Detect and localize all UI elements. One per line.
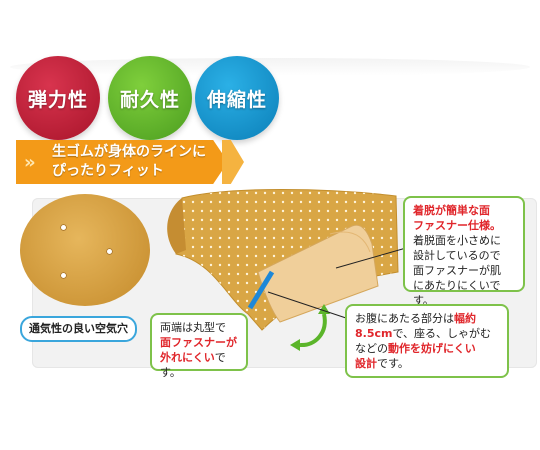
fastener-pad: [257, 224, 379, 323]
width-text: などの: [355, 342, 388, 355]
belt-inner: [167, 198, 186, 254]
width-red-text: 動作を妨げにくい: [388, 342, 476, 355]
width-text: お腹にあたる部分は: [355, 312, 454, 325]
width-callout: お腹にあたる部分は幅約 8.5cmで、座る、しゃがむ などの動作を妨げにくい 設…: [345, 304, 509, 378]
width-marker: [247, 270, 275, 310]
width-value: 8.5cm: [355, 327, 393, 340]
fastener-body-2: 設計しているので: [413, 249, 501, 262]
ends-line-3: 外れにくいです。: [160, 350, 238, 380]
fastener-title-2: ファスナー仕様。: [413, 219, 501, 232]
feature-elasticity-badge: 弾力性: [16, 56, 100, 140]
ends-line-1: 両端は丸型で: [160, 321, 226, 334]
air-hole-closeup: [20, 194, 150, 306]
feature-stretch-badge: 伸縮性: [195, 56, 279, 140]
width-red-text: 設計: [355, 357, 377, 370]
leader-line: [267, 291, 347, 319]
width-text: です。: [377, 357, 409, 370]
headline-line2: ぴったりフィット: [52, 163, 164, 179]
ends-red-text: 外れにくい: [160, 351, 215, 364]
width-line-4: 設計です。: [355, 356, 499, 371]
air-hole: [106, 248, 113, 255]
chevron-icon: »: [24, 152, 35, 173]
air-hole: [60, 272, 67, 279]
headline-text: 生ゴムが身体のラインに ぴったりフィット: [52, 143, 206, 181]
rounded-ends-callout: 両端は丸型で 面ファスナーが 外れにくいです。: [150, 313, 248, 379]
width-line-1: お腹にあたる部分は幅約: [355, 311, 499, 326]
fastener-title-1: 着脱が簡単な面: [413, 204, 490, 217]
fastener-body-3: 面ファスナーが肌: [413, 264, 501, 277]
width-line-3: などの動作を妨げにくい: [355, 341, 499, 356]
width-red-text: 幅約: [454, 312, 476, 325]
ends-tail: です。: [160, 351, 226, 379]
leader-line: [335, 247, 407, 269]
headline-line1: 生ゴムが身体のラインに: [52, 144, 206, 160]
feature-durability-badge: 耐久性: [108, 56, 192, 140]
headline-banner: [16, 140, 228, 184]
green-arrow-icon: [299, 313, 327, 348]
width-line-2: 8.5cmで、座る、しゃがむ: [355, 326, 499, 341]
fastener-body-1: 着脱面を小さめに: [413, 234, 501, 247]
ends-line-2: 面ファスナーが: [160, 336, 237, 349]
fastener-callout: 着脱が簡単な面 ファスナー仕様。 着脱面を小さめに 設計しているので 面ファスナ…: [403, 196, 525, 307]
air-hole: [60, 224, 67, 231]
air-hole-label: 通気性の良い空気穴: [20, 316, 137, 342]
fastener-body-4: にあたりにくいです。: [413, 279, 501, 307]
width-text: で、座る、しゃがむ: [392, 327, 492, 340]
